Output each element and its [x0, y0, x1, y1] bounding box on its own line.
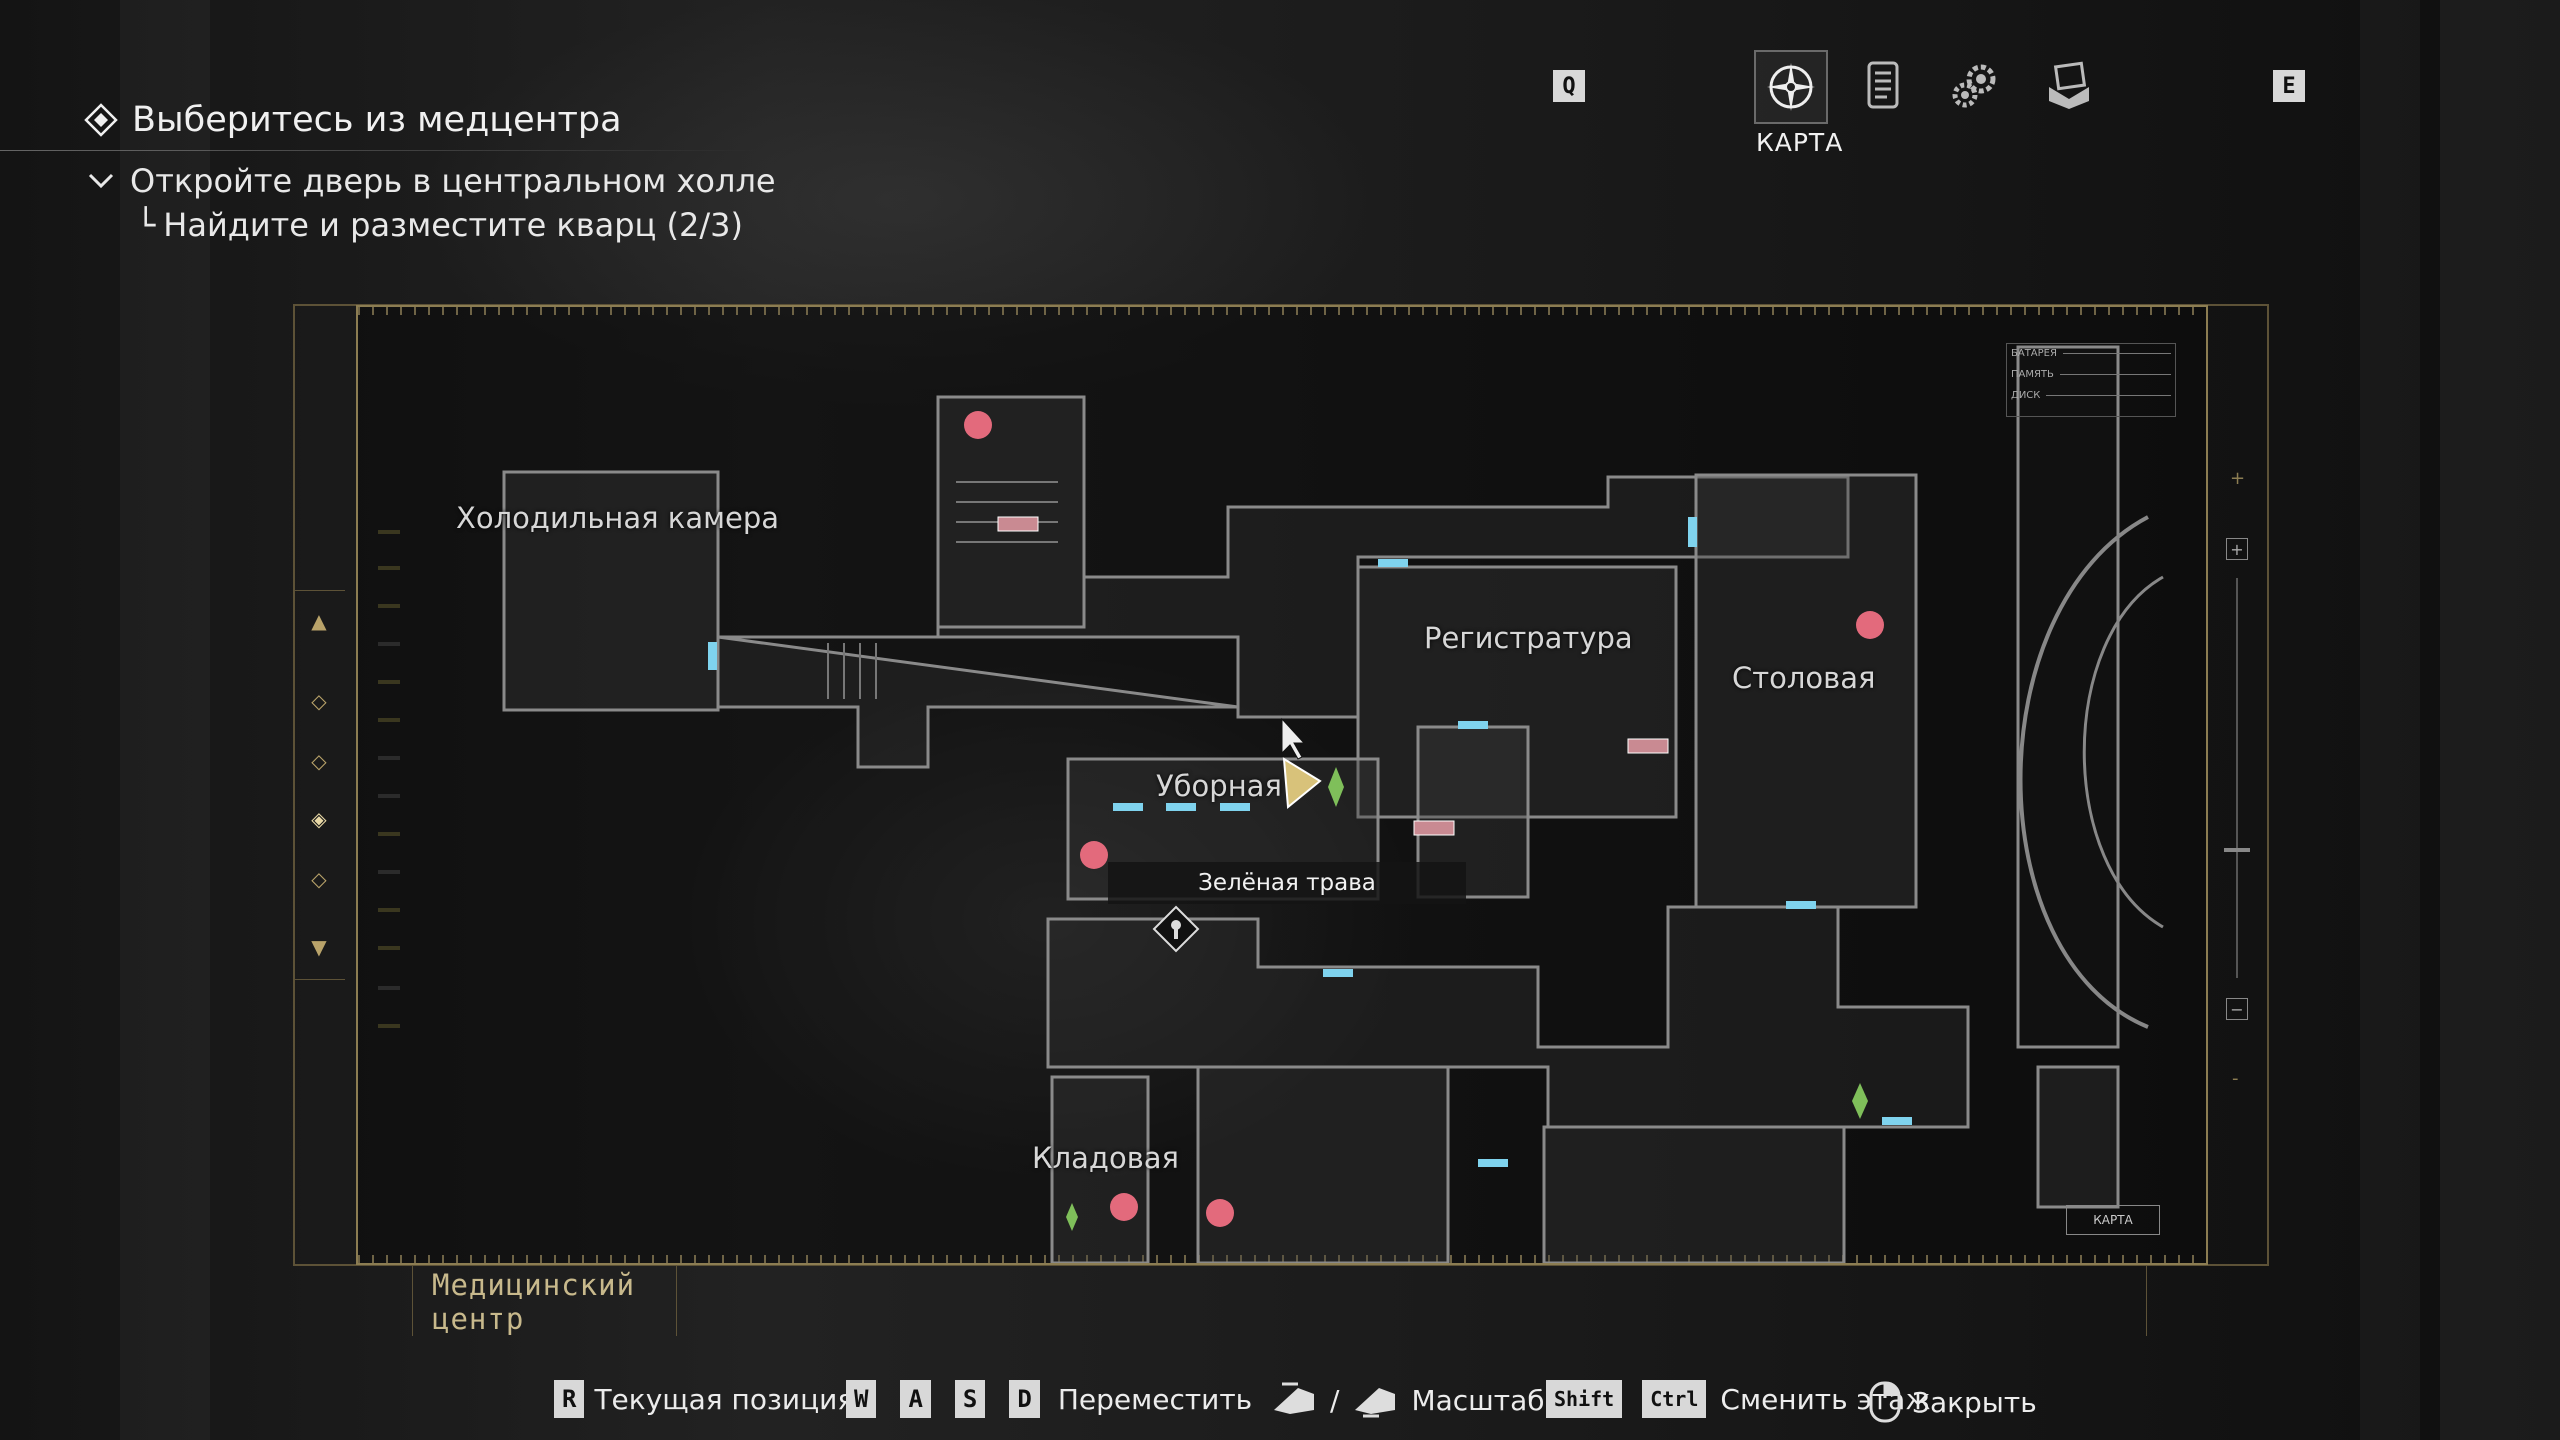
room-cold-storage	[502, 470, 720, 712]
device-panel: БАТАРЕЯ ПАМЯТЬ ДИСК	[2006, 343, 2176, 417]
inventory-box-icon	[2049, 61, 2089, 109]
tab-map[interactable]	[1754, 50, 1828, 124]
room-lower-right	[1542, 1125, 1846, 1263]
zone-separator	[412, 1266, 413, 1336]
hint-close[interactable]: Закрыть	[1868, 1380, 2037, 1424]
corridor-lower	[1046, 905, 1970, 1129]
map-mini-button[interactable]: КАРТА	[2066, 1205, 2160, 1235]
zone-title: Медицинский центр	[432, 1268, 635, 1336]
files-icon	[1867, 61, 1899, 109]
key-shift: Shift	[1546, 1380, 1623, 1418]
key-ctrl: Ctrl	[1642, 1380, 1707, 1418]
tree-branch-glyph: └	[136, 206, 156, 244]
tab-prev-key[interactable]: Q	[1553, 70, 1585, 102]
room-label-restroom: Уборная	[1156, 769, 1282, 803]
curved-wall	[2018, 515, 2149, 1029]
doors	[708, 517, 1912, 1167]
key-s: S	[954, 1380, 986, 1418]
zoom-control: + + − -	[2212, 468, 2264, 1108]
objective-sub[interactable]: Откройте дверь в центральном холле	[88, 162, 776, 200]
hint-separator: /	[1330, 1383, 1340, 1417]
room-reception	[1356, 565, 1678, 819]
room-label-cold-storage: Холодильная камера	[456, 501, 779, 535]
hint-label: Масштаб	[1411, 1383, 1545, 1417]
floor-diamond-icon[interactable]: ◇	[311, 749, 327, 773]
floor-diamond-icon[interactable]: ◇	[311, 867, 327, 891]
map-panel[interactable]: Холодильная камера Регистратура Столовая…	[356, 305, 2208, 1265]
zone-title-line2: центр	[432, 1302, 525, 1336]
map-bottom-ruler	[358, 1255, 2206, 1263]
hint-zoom[interactable]: / Масштаб	[1268, 1380, 1545, 1420]
map-compass-icon	[1767, 63, 1815, 111]
key-w: W	[846, 1380, 877, 1418]
objective-diamond-icon	[84, 103, 118, 137]
floor-down-button[interactable]: ▼	[311, 935, 327, 959]
map-top-ruler	[358, 307, 2206, 315]
lock-marker	[1152, 905, 1200, 953]
gears-icon	[1952, 64, 1996, 108]
tab-files[interactable]	[1848, 50, 1918, 120]
right-stairs	[2036, 1065, 2120, 1209]
hint-label: Текущая позиция	[594, 1382, 855, 1416]
hint-label: Переместить	[1057, 1382, 1253, 1416]
tab-gears[interactable]	[1940, 50, 2010, 120]
objective-main-text: Выберитесь из медцентра	[132, 100, 622, 140]
disk-label: ДИСК	[2011, 390, 2041, 401]
objective-subsub-text: Найдите и разместите кварц (2/3)	[163, 206, 743, 244]
room-label-storage: Кладовая	[1032, 1141, 1179, 1175]
key-r: R	[554, 1380, 585, 1418]
hint-move[interactable]: W A S D Переместить	[846, 1380, 1252, 1418]
key-d: D	[1009, 1380, 1040, 1418]
floor-up-button[interactable]: ▲	[311, 609, 327, 633]
items-red	[964, 411, 1884, 1227]
zoom-in-button[interactable]: +	[2226, 538, 2248, 560]
curved-wall-inner	[2082, 575, 2164, 929]
zone-separator	[676, 1266, 677, 1336]
tab-map-label: КАРТА	[1756, 128, 1844, 157]
zone-title-line1: Медицинский	[432, 1268, 636, 1302]
objective-subsub: └ Найдите и разместите кварц (2/3)	[136, 206, 743, 244]
room-lower-middle	[1196, 1065, 1450, 1263]
mouse-wheel-down-icon	[1355, 1388, 1396, 1418]
corridor-upper	[716, 475, 1850, 769]
room-label-dining: Столовая	[1732, 661, 1876, 695]
zoom-minus-label: -	[2232, 1068, 2239, 1089]
herbs-green	[1066, 767, 1868, 1231]
floor-plan	[502, 345, 2164, 1263]
mouse-right-click-icon	[1869, 1381, 1901, 1423]
chevron-down-icon	[88, 173, 114, 189]
right-structure	[2016, 345, 2120, 1049]
objective-sub-text: Откройте дверь в центральном холле	[130, 162, 776, 200]
zoom-out-button[interactable]: −	[2226, 998, 2248, 1020]
floor-current-icon[interactable]: ◈	[311, 807, 327, 831]
room-label-reception: Регистратура	[1424, 621, 1633, 655]
objective-divider	[0, 150, 760, 151]
floor-diamond-icon[interactable]: ◇	[311, 689, 327, 713]
mouse-wheel-up-icon	[1274, 1382, 1314, 1414]
zoom-thumb[interactable]	[2224, 848, 2250, 852]
background-pillar	[2360, 0, 2420, 1440]
item-tooltip: Зелёная трава	[1108, 862, 1466, 904]
zone-separator	[2146, 1266, 2147, 1336]
room-storage	[1050, 1075, 1150, 1263]
battery-label: БАТАРЕЯ	[2011, 348, 2057, 359]
zoom-track[interactable]	[2236, 578, 2238, 978]
zoom-plus-label: +	[2230, 468, 2246, 489]
background-door	[2440, 0, 2560, 1440]
objective-main: Выберитесь из медцентра	[84, 100, 622, 140]
room-stairwell	[936, 395, 1086, 629]
tab-inventory[interactable]	[2034, 50, 2104, 120]
cursor-icon	[1281, 717, 1306, 760]
floor-selector: ▲ ◇ ◇ ◈ ◇ ▼	[293, 590, 345, 980]
tab-next-key[interactable]: E	[2273, 70, 2305, 102]
memory-label: ПАМЯТЬ	[2011, 369, 2054, 380]
room-dining	[1694, 473, 1918, 909]
hint-label: Закрыть	[1912, 1385, 2037, 1419]
hint-current-position[interactable]: R Текущая позиция	[554, 1380, 854, 1418]
player-marker	[1282, 757, 1322, 809]
key-a: A	[900, 1380, 931, 1418]
